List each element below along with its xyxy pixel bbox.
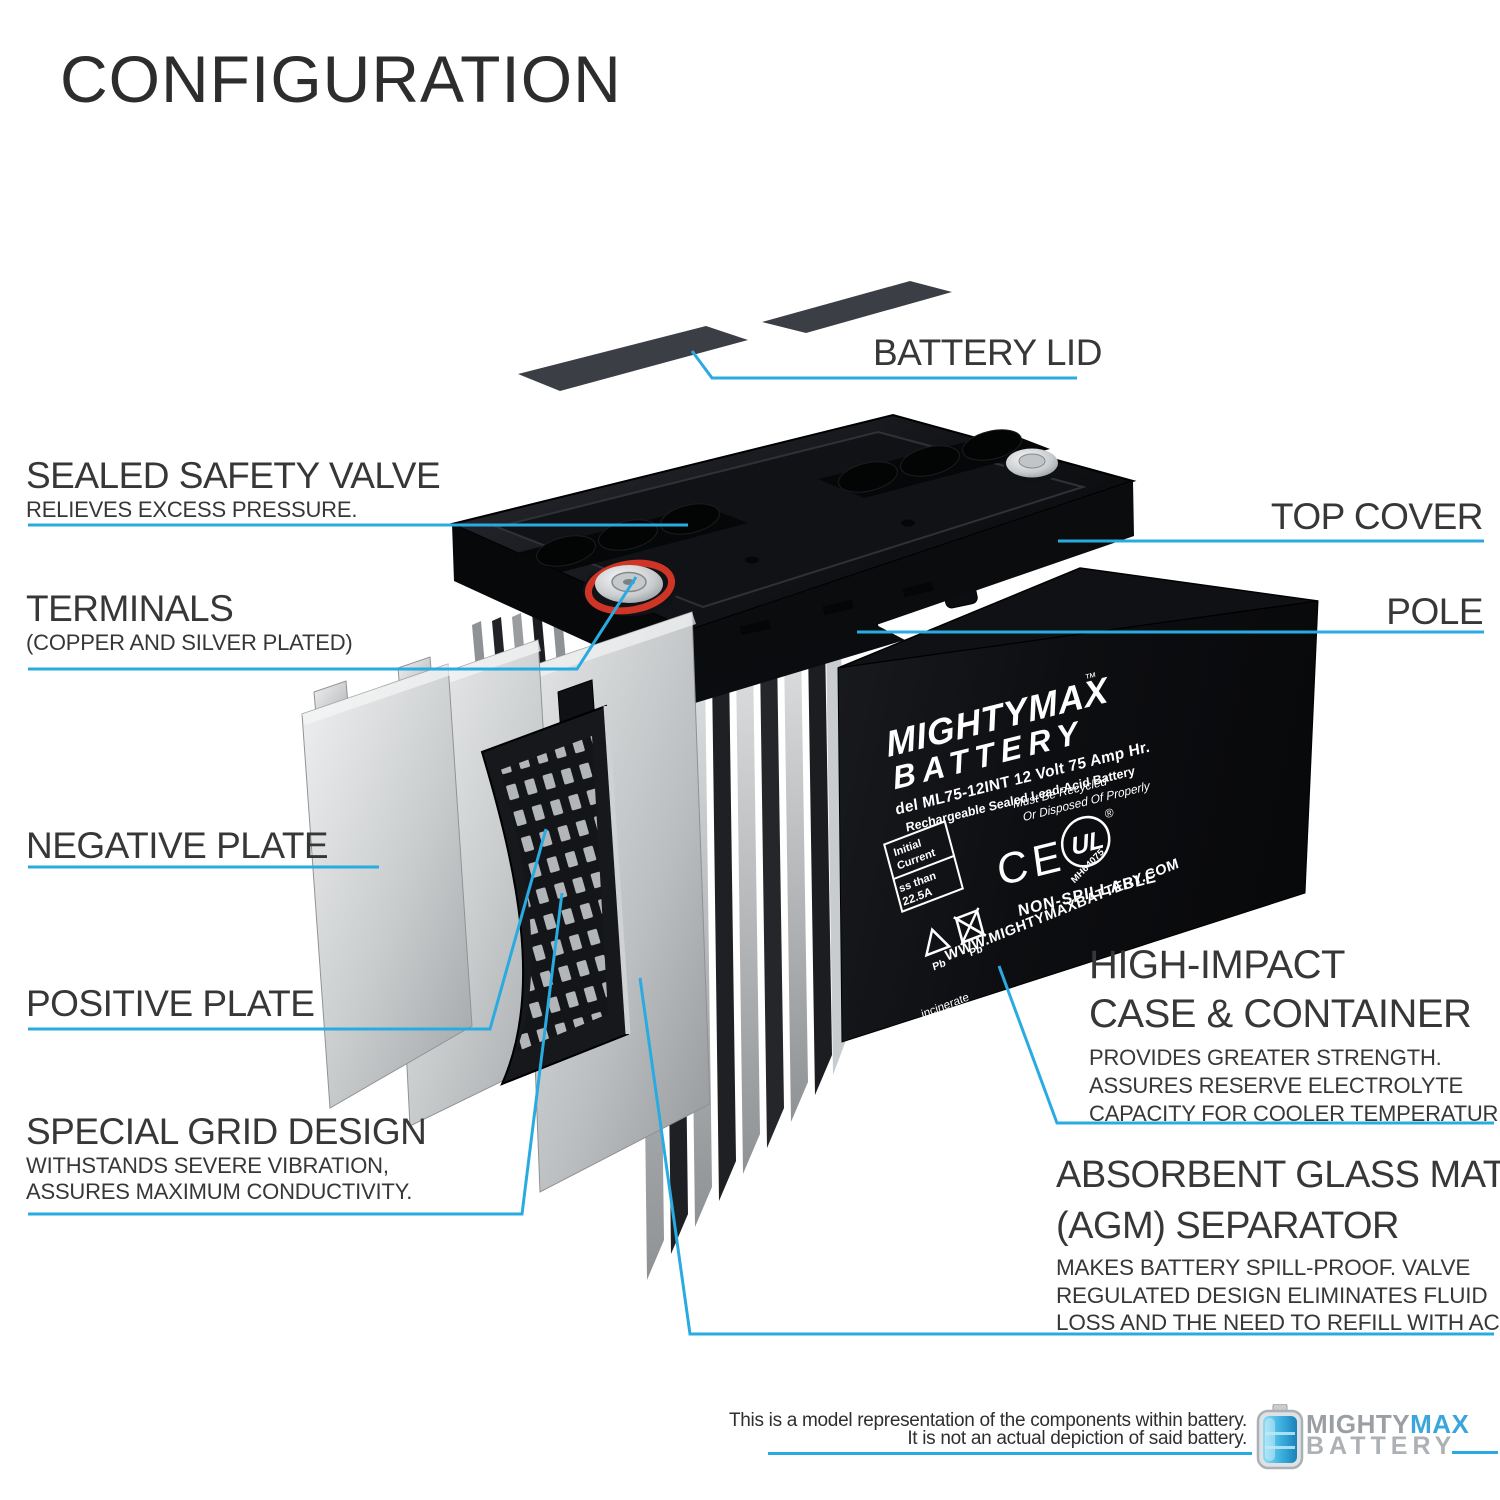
logo-battery: BATTERY [1306,1432,1457,1460]
disclaimer-line2: It is not an actual depiction of said ba… [907,1428,1247,1449]
negative-plate-shape [301,663,473,1109]
callout-agm-separator: ABSORBENT GLASS MAT (AGM) SEPARATOR MAKE… [1056,1150,1500,1337]
callout-terminals: TERMINALS (COPPER AND SILVER PLATED) [26,589,353,656]
mightymax-logo-text: MIGHTYMAX BATTERY [1306,1411,1469,1460]
disclaimer-line1: This is a model representation of the co… [728,1410,1247,1431]
logo-dash [1452,1451,1498,1454]
leader-positive-plate [28,828,548,1031]
rear-terminal [1004,448,1060,483]
lid-strip-left [518,326,748,391]
pb-recycle-icon: Pb [924,927,952,973]
footer-underline [768,1452,1252,1455]
positive-terminal [583,559,677,616]
agm-title2: (AGM) SEPARATOR [1056,1205,1399,1247]
sealed-safety-valve-title: SEALED SAFETY VALVE [26,455,441,496]
terminals-title: TERMINALS [26,588,234,629]
pb-right-label: Pb [968,943,984,959]
callout-sealed-safety-valve: SEALED SAFETY VALVE RELIEVES EXCESS PRES… [26,455,441,523]
leader-high-impact [997,965,1494,1125]
case-brand-tm: ™ [1084,669,1098,686]
battery-lid-title: BATTERY LID [873,332,1102,373]
callout-positive-plate: POSITIVE PLATE [26,983,315,1024]
footer-disclaimer: This is a model representation of the co… [728,1410,1247,1449]
agm-title1: ABSORBENT GLASS MAT [1056,1154,1500,1196]
high-impact-desc2: ASSURES RESERVE ELECTROLYTE [1089,1073,1464,1098]
agm-desc2: REGULATED DESIGN ELIMINATES FLUID [1056,1282,1488,1308]
special-grid-desc2: ASSURES MAXIMUM CONDUCTIVITY. [26,1179,413,1204]
battery-lid-strips [518,281,952,391]
ul-registered: ® [1104,805,1115,821]
pb-left-label: Pb [931,957,947,973]
case-front-face [837,600,1319,1043]
positive-plate-title: POSITIVE PLATE [26,983,315,1024]
logo-line1: MIGHTYMAX [1306,1411,1469,1437]
special-grid-desc1: WITHSTANDS SEVERE VIBRATION, [26,1153,389,1178]
agm-desc1: MAKES BATTERY SPILL-PROOF. VALVE [1056,1255,1471,1280]
callout-pole: POLE [1386,592,1483,631]
pb-no-trash-icon: Pb [953,907,987,959]
callout-high-impact-case: HIGH-IMPACT CASE & CONTAINER PROVIDES GR… [1089,941,1500,1128]
top-cover-title: TOP COVER [1270,496,1484,537]
high-impact-title2: CASE & CONTAINER [1089,992,1472,1036]
mightymax-battery-icon [1256,1404,1304,1470]
top-cover [448,413,1137,690]
logo-mighty: MIGHTY [1306,1409,1411,1439]
leader-special-grid [28,892,564,1216]
callout-top-cover: TOP COVER [1270,496,1484,537]
special-grid-title: SPECIAL GRID DESIGN [26,1111,427,1152]
cover-right-band [690,481,1134,689]
special-grid-plate [480,679,631,1086]
high-impact-desc3: CAPACITY FOR COOLER TEMPERATURES. [1089,1101,1500,1126]
leader-battery-lid [690,350,1077,380]
negative-plate-title: NEGATIVE PLATE [26,825,329,866]
callout-battery-lid: BATTERY LID [873,333,1102,372]
temperature-label: 60°C. [923,1019,953,1041]
high-impact-desc1: PROVIDES GREATER STRENGTH. [1089,1045,1442,1070]
callout-special-grid-design: SPECIAL GRID DESIGN WITHSTANDS SEVERE VI… [26,1111,427,1205]
leader-lines [28,350,1494,1336]
agm-desc3: LOSS AND THE NEED TO REFILL WITH ACID. [1056,1310,1500,1335]
high-impact-title1: HIGH-IMPACT [1089,943,1345,987]
leader-agm [638,977,1494,1336]
pole-title: POLE [1386,591,1483,632]
sealed-safety-valve-desc: RELIEVES EXCESS PRESSURE. [26,497,358,522]
callout-negative-plate: NEGATIVE PLATE [26,825,329,866]
exploded-plates [301,611,711,1193]
lid-strip-right [762,281,952,333]
logo-max: MAX [1410,1409,1470,1439]
page-title: CONFIGURATION [60,42,622,116]
terminals-desc: (COPPER AND SILVER PLATED) [26,630,353,655]
leader-terminals [28,576,638,671]
